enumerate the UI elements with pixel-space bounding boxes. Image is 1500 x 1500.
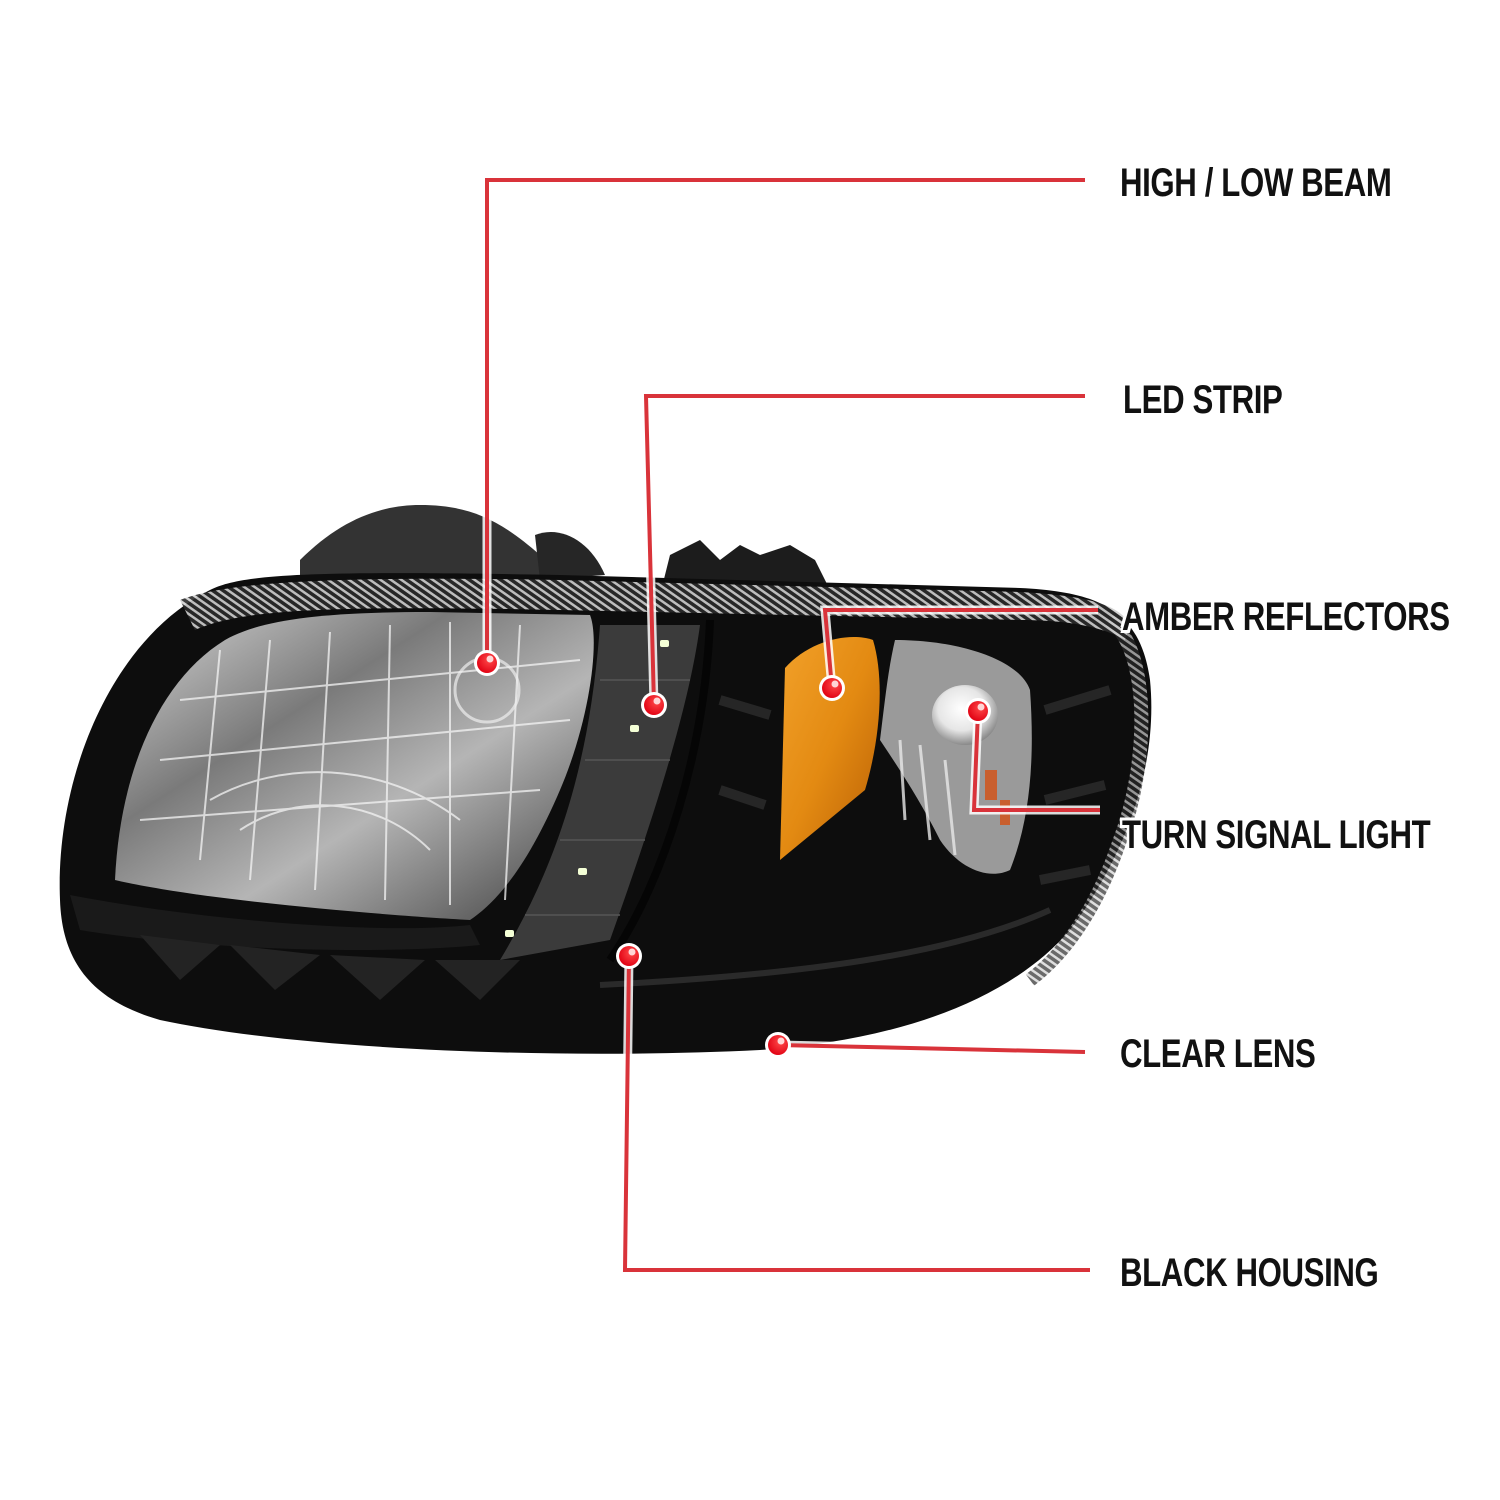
callout-clear-lens: [765, 1032, 1086, 1058]
lens-reflection-lines: [139, 622, 581, 905]
led-chips: [505, 640, 669, 937]
callout-dot-icon: [768, 1035, 788, 1055]
amber-reflector-shape: [780, 637, 880, 860]
turn-signal-housing: [880, 640, 1032, 874]
callout-dot-icon: [968, 701, 988, 721]
label-high-low-beam: HIGH / LOW BEAM: [1120, 161, 1392, 205]
callout-line: [971, 710, 1100, 812]
lower-reflector-facets: [140, 935, 520, 1000]
callout-dot-icon: [619, 946, 639, 966]
callout-high-low-beam: [474, 175, 1085, 676]
callout-turn-signal-light: [965, 698, 1100, 815]
label-amber-reflectors: AMBER REFLECTORS: [1122, 595, 1450, 639]
callout-amber-reflectors: [819, 605, 1098, 701]
callout-dot-icon: [644, 695, 664, 715]
label-led-strip: LED STRIP: [1123, 378, 1283, 422]
callout-line: [643, 394, 1085, 706]
label-turn-signal-light: TURN SIGNAL LIGHT: [1122, 813, 1431, 857]
callout-line: [485, 178, 1085, 663]
label-clear-lens: CLEAR LENS: [1120, 1032, 1316, 1076]
callout-line: [822, 608, 1098, 689]
clear-lens-shape: [115, 612, 594, 920]
label-black-housing: BLACK HOUSING: [1120, 1251, 1379, 1295]
callout-dot-icon: [822, 678, 842, 698]
callout-led-strip: [641, 391, 1085, 718]
callout-line: [622, 955, 1090, 1272]
housing-ribs: [718, 685, 1112, 885]
callout-line: [777, 1043, 1086, 1054]
callout-dot-icon: [477, 653, 497, 673]
callout-black-housing: [616, 943, 1090, 1275]
